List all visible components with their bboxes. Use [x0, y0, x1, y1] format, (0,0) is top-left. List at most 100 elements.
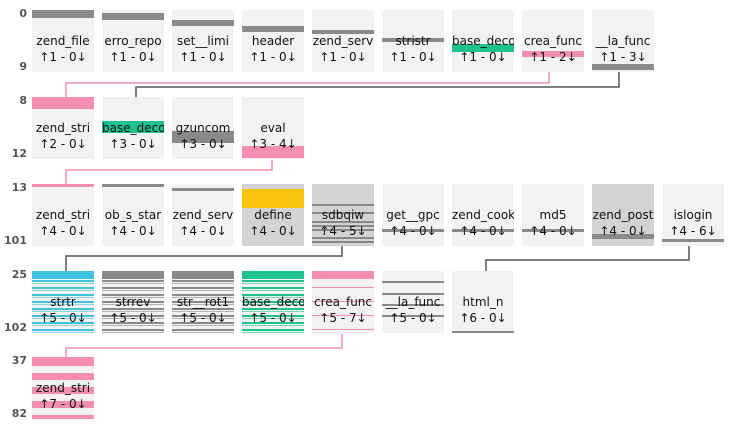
node-stripe	[102, 308, 164, 310]
node-stripe	[32, 401, 94, 408]
node-stripe	[32, 287, 94, 289]
node-title: zend_post	[592, 208, 654, 222]
node-bar	[172, 271, 234, 279]
node-bar	[32, 10, 94, 18]
node-bar	[592, 234, 654, 239]
node-stripe	[102, 325, 164, 326]
node-stripe	[242, 304, 304, 305]
node-strtr[interactable]: strtr↑5 - 0↓	[32, 271, 94, 333]
node-line	[312, 212, 374, 214]
node-stripe	[32, 322, 94, 324]
node-title: ob_s_star	[104, 208, 162, 222]
node-stripe	[172, 297, 234, 298]
node-count: ↑1 - 0↓	[249, 50, 297, 64]
node-line	[312, 221, 374, 223]
node-stripe	[32, 373, 94, 380]
node-zend-post[interactable]: zend_post↑4 - 0↓	[592, 184, 654, 246]
node-stristr[interactable]: stristr↑1 - 0↓	[382, 10, 444, 72]
node-title: base_deco	[452, 34, 514, 48]
node-zend-stri[interactable]: zend_stri↑7 - 0↓	[32, 357, 94, 419]
node-stripe	[172, 315, 234, 317]
node-count: ↑7 - 0↓	[39, 397, 87, 411]
node-define[interactable]: define↑4 - 0↓	[242, 184, 304, 246]
node-stripe	[102, 280, 164, 282]
node-bar	[592, 64, 654, 70]
node-stripe	[242, 329, 304, 331]
node-stripe	[172, 311, 234, 312]
node-set-limi[interactable]: set__limi↑1 - 0↓	[172, 10, 234, 72]
node-line	[382, 281, 444, 283]
node-zend-stri[interactable]: zend_stri↑2 - 0↓	[32, 97, 94, 159]
node-eval[interactable]: eval↑3 - 4↓	[242, 97, 304, 159]
node-stripe	[102, 287, 164, 289]
node-zend-cook[interactable]: zend_cook↑4 - 0↓	[452, 184, 514, 246]
node-title: zend_serv	[172, 208, 234, 222]
node-md5[interactable]: md5↑4 - 0↓	[522, 184, 584, 246]
node-title: crea_func	[313, 295, 373, 309]
node-stripe	[32, 332, 94, 333]
node-stripe	[172, 304, 234, 305]
node-stripe	[172, 287, 234, 289]
node-crea-func[interactable]: crea_func↑1 - 2↓	[522, 10, 584, 72]
node-bar	[102, 184, 164, 187]
node-count: ↑1 - 3↓	[599, 50, 647, 64]
node-line	[312, 229, 374, 231]
node-stripe	[172, 318, 234, 319]
row-4-label-start: 37	[11, 354, 27, 367]
node-get-gpc[interactable]: get__gpc↑4 - 0↓	[382, 184, 444, 246]
node-stripe	[102, 311, 164, 312]
node-stripe	[102, 318, 164, 319]
node-islogin[interactable]: islogin↑4 - 6↓	[662, 184, 724, 246]
node-zend-file[interactable]: zend_file↑1 - 0↓	[32, 10, 94, 72]
node-sdbqiw[interactable]: sdbqiw↑4 - 5↓	[312, 184, 374, 246]
node-base-deco[interactable]: base_deco↑1 - 0↓	[452, 10, 514, 72]
node-ob-s-star[interactable]: ob_s_star↑4 - 0↓	[102, 184, 164, 246]
node-bar	[32, 357, 94, 365]
node-stripe	[242, 311, 304, 312]
node-erro-repo[interactable]: erro_repo↑1 - 0↓	[102, 10, 164, 72]
node-bar	[452, 229, 514, 232]
node-stripe	[32, 297, 94, 298]
node-title: html_n	[462, 295, 504, 309]
node-title: base_deco	[102, 121, 164, 135]
node-zend-serv[interactable]: zend_serv↑4 - 0↓	[172, 184, 234, 246]
node-stripe	[102, 315, 164, 317]
node-base-deco[interactable]: base_deco↑5 - 0↓	[242, 271, 304, 333]
node-title: md5	[539, 208, 567, 222]
row-2-label-end: 101	[4, 234, 27, 247]
node-zend-serv[interactable]: zend_serv↑1 - 0↓	[312, 10, 374, 72]
node-count: ↑1 - 0↓	[109, 50, 157, 64]
node-title: gzuncom	[175, 121, 231, 135]
row-2-label-start: 13	[11, 181, 27, 194]
node-count: ↑5 - 0↓	[249, 311, 297, 325]
node-gzuncom[interactable]: gzuncom↑3 - 0↓	[172, 97, 234, 159]
node-stripe	[102, 294, 164, 296]
node-header[interactable]: header↑1 - 0↓	[242, 10, 304, 72]
node-bar	[382, 38, 444, 42]
node-stripe	[242, 294, 304, 296]
node-stripe	[242, 332, 304, 333]
node-zend-stri[interactable]: zend_stri↑4 - 0↓	[32, 184, 94, 246]
node-crea-func[interactable]: crea_func ↑5 - 7↓	[312, 271, 374, 333]
node-stripe	[32, 387, 94, 394]
node-bar	[242, 189, 304, 208]
node--la-func[interactable]: __la_func↑1 - 3↓	[592, 10, 654, 72]
node-bar	[522, 51, 584, 57]
node-bar	[662, 239, 724, 242]
node-count: ↑5 - 7↓	[319, 311, 367, 325]
node-str-rot1[interactable]: str__rot1↑5 - 0↓	[172, 271, 234, 333]
node--la-func[interactable]: __la_func↑5 - 0↓	[382, 271, 444, 333]
node-title: __la_func	[385, 295, 441, 309]
node-stripe	[32, 415, 94, 419]
node-stripe	[242, 287, 304, 289]
node-html-n[interactable]: html_n↑6 - 0↓	[452, 271, 514, 333]
node-count: ↑4 - 0↓	[389, 224, 437, 238]
node-strrev[interactable]: strrev↑5 - 0↓	[102, 271, 164, 333]
node-bar	[102, 271, 164, 279]
node-bar	[242, 146, 304, 158]
node-stripe	[102, 283, 164, 284]
node-base-deco[interactable]: base_deco↑3 - 0↓	[102, 97, 164, 159]
node-line	[382, 315, 444, 317]
node-stripe	[102, 332, 164, 333]
node-stripe	[32, 318, 94, 319]
